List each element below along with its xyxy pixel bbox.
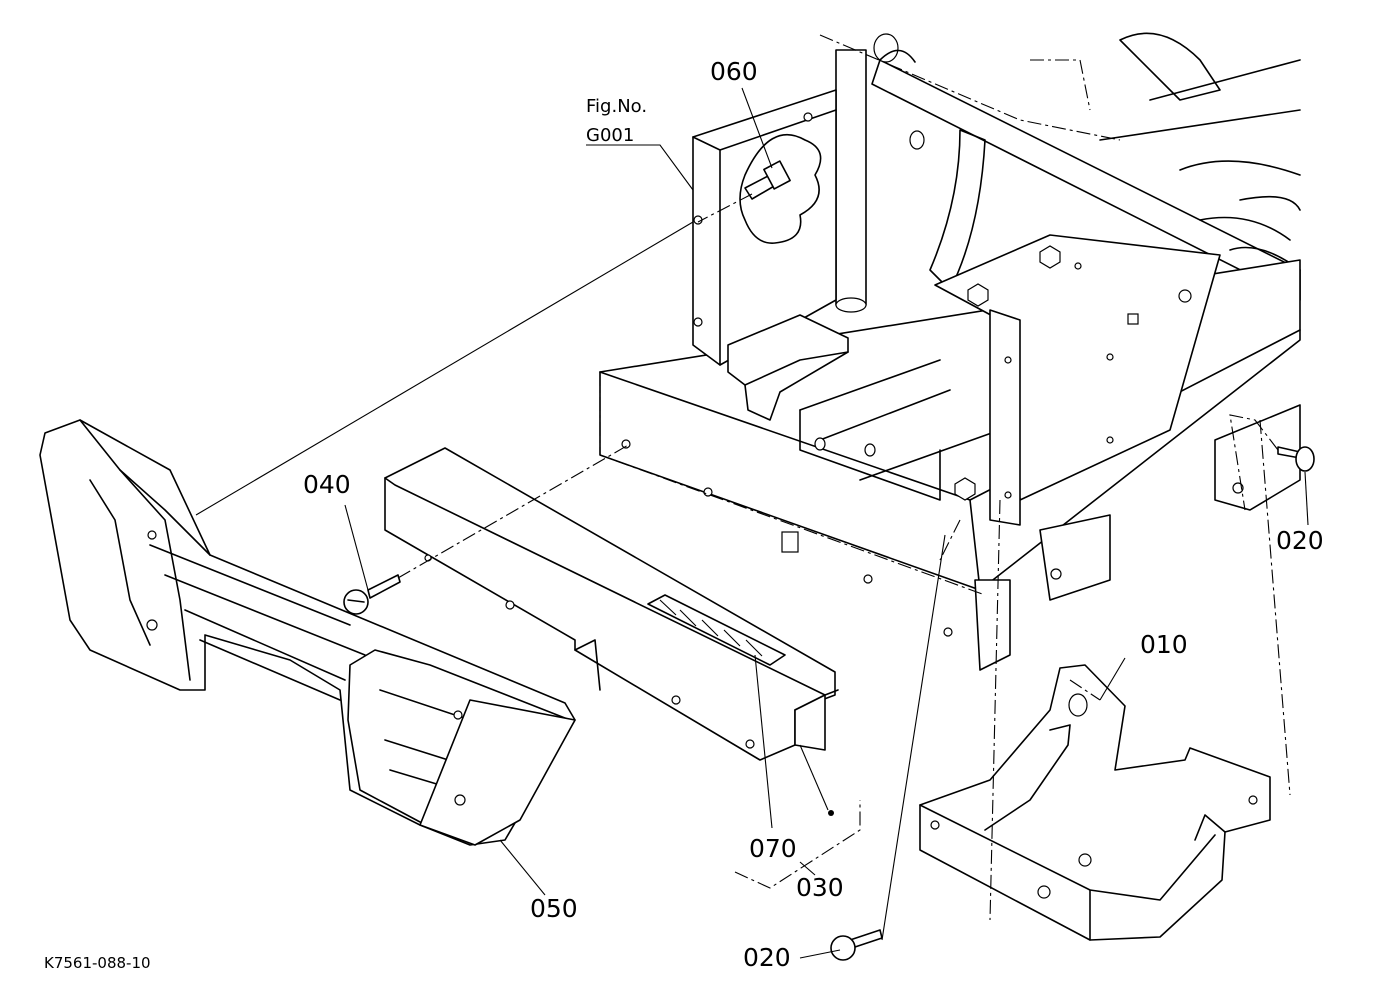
callout-040: 040 — [303, 470, 351, 499]
part-060-bolt[interactable] — [744, 160, 791, 200]
part-020-bolt-right[interactable] — [1277, 446, 1315, 472]
callout-labels: Fig.No. G001 060 040 010 020 020 070 030… — [44, 57, 1324, 972]
callout-030: 030 — [796, 873, 844, 902]
figure-ref-line1: Fig.No. — [586, 96, 647, 117]
frame-assembly — [599, 32, 1301, 671]
part-030-plate[interactable] — [384, 447, 839, 816]
part-020-bolt-bottom[interactable] — [830, 929, 883, 961]
alignment-lines — [195, 34, 1291, 941]
callout-050: 050 — [530, 894, 578, 923]
part-050-grille[interactable] — [39, 419, 576, 846]
drawing-code: K7561-088-10 — [44, 954, 151, 972]
part-070-label[interactable] — [647, 594, 786, 666]
leader-lines — [344, 87, 1309, 959]
part-040-bolt[interactable] — [343, 574, 401, 615]
callout-070: 070 — [749, 834, 797, 863]
callout-020-right: 020 — [1276, 526, 1324, 555]
callout-010: 010 — [1140, 630, 1188, 659]
callout-020-bottom: 020 — [743, 943, 791, 972]
callout-060: 060 — [710, 57, 758, 86]
part-010-bracket[interactable] — [919, 664, 1271, 941]
figure-ref-line2: G001 — [586, 125, 634, 146]
